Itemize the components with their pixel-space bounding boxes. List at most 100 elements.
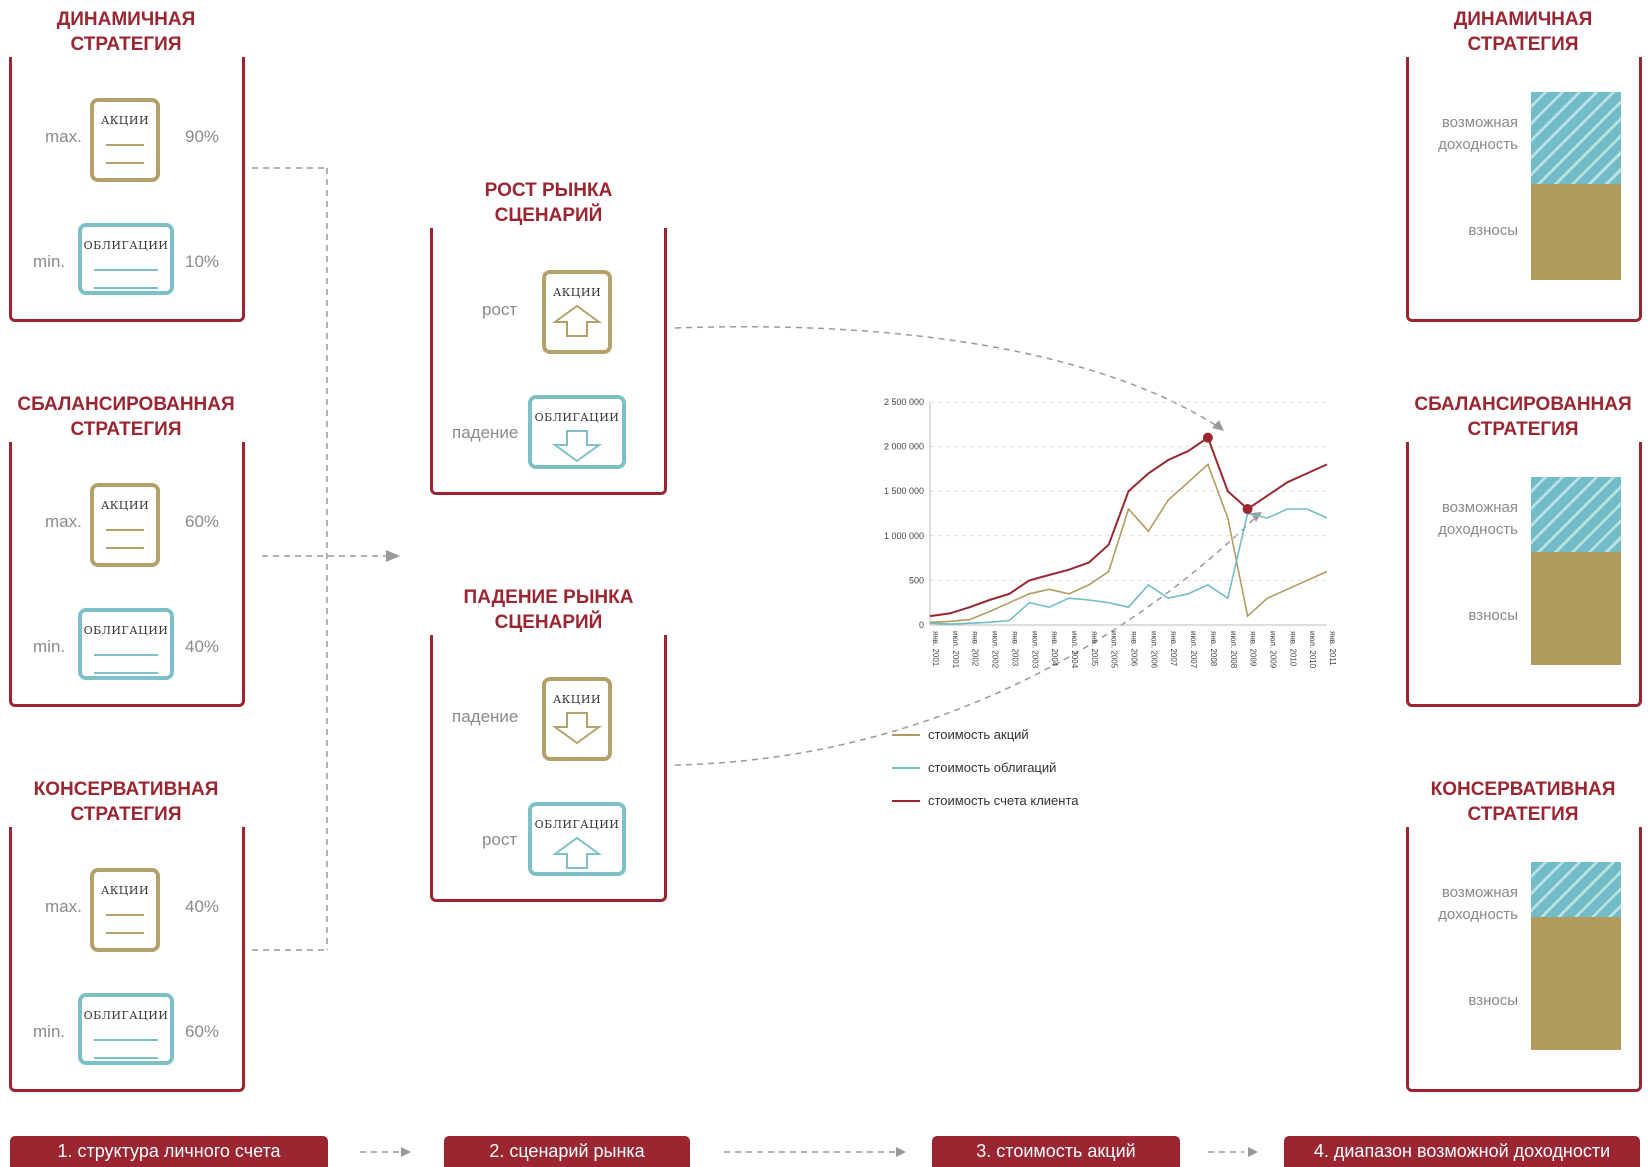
series-line-3	[929, 436, 1328, 618]
box-title: СБАЛАНСИРОВАННАЯ СТРАТЕГИЯ	[1397, 392, 1649, 442]
series-line-1	[929, 463, 1328, 624]
arrow-up-icon	[551, 836, 603, 869]
contributions-label: взносы	[1468, 992, 1518, 1009]
x-tick-label: июл. 2006	[1149, 631, 1158, 669]
x-tick-label: янв. 2008	[1209, 631, 1218, 667]
arrow-down-icon	[551, 430, 603, 463]
min-label: min.	[33, 1022, 66, 1041]
box-title: РОСТ РЫНКА СЦЕНАРИЙ	[430, 178, 667, 228]
bonds-card: ОБЛИГАЦИИ	[528, 802, 626, 876]
stocks-card: АКЦИИ	[90, 483, 160, 567]
stocks-card: АКЦИИ	[90, 98, 160, 182]
scenario-row-label: падение	[452, 423, 519, 442]
min-label: min.	[33, 637, 66, 656]
card-label: ОБЛИГАЦИИ	[83, 239, 169, 252]
x-tick-label: янв. 2001	[931, 631, 940, 667]
contributions-label: взносы	[1468, 222, 1518, 239]
contributions-bar	[1531, 917, 1621, 1050]
y-tick-label: 1 500 000	[884, 486, 924, 496]
box-title: ДИНАМИЧНАЯ СТРАТЕГИЯ	[1397, 7, 1649, 57]
x-tick-label: июл. 2007	[1189, 631, 1198, 669]
box-title: ПАДЕНИЕ РЫНКА СЦЕНАРИЙ	[430, 585, 667, 635]
x-tick-label: янв. 2010	[1288, 631, 1297, 667]
legend-label: стоимость облигаций	[928, 760, 1056, 775]
step-1-label: 1. структура личного счета	[10, 1136, 328, 1167]
card-line	[94, 654, 158, 656]
card-label: АКЦИИ	[100, 114, 150, 127]
stocks-card: АКЦИИ	[542, 270, 612, 354]
scenario-row-label: рост	[482, 830, 518, 849]
card-line	[106, 162, 144, 164]
contributions-label: взносы	[1468, 607, 1518, 624]
step-4-label: 4. диапазон возможной доходности	[1284, 1136, 1640, 1167]
bonds-percent: 60%	[185, 1022, 220, 1041]
max-label: max.	[45, 512, 82, 531]
card-label: ОБЛИГАЦИИ	[534, 411, 620, 424]
x-tick-label: июл. 2005	[1110, 631, 1119, 669]
yield-label: возможная доходность	[1438, 884, 1518, 923]
card-label: ОБЛИГАЦИИ	[534, 818, 620, 831]
series-line-2	[929, 508, 1328, 625]
drop-marker	[1242, 504, 1253, 515]
stocks-card: АКЦИИ	[90, 868, 160, 952]
possible-yield-bar	[1531, 92, 1621, 184]
arrow-down-icon	[551, 712, 603, 745]
y-tick-label: 0	[919, 620, 924, 630]
peak-marker	[1202, 432, 1213, 443]
step-2-label: 2. сценарий рынка	[444, 1136, 690, 1167]
card-label: АКЦИИ	[100, 884, 150, 897]
possible-yield-bar	[1531, 862, 1621, 917]
x-tick-label: янв. 2011	[1328, 631, 1337, 666]
card-label: ОБЛИГАЦИИ	[83, 1009, 169, 1022]
y-tick-label: 2 500 000	[884, 397, 924, 407]
x-tick-label: июл. 2009	[1268, 631, 1277, 669]
stocks-card: АКЦИИ	[542, 677, 612, 761]
yield-label: возможная доходность	[1438, 499, 1518, 538]
y-tick-label: 1 000 000	[884, 531, 924, 541]
max-label: max.	[45, 127, 82, 146]
card-line	[94, 672, 158, 674]
step-3-label: 3. стоимость акций	[932, 1136, 1180, 1167]
x-tick-label: янв. 2004	[1050, 631, 1059, 667]
x-tick-label: июл. 2008	[1229, 631, 1238, 669]
bonds-card: ОБЛИГАЦИИ	[78, 223, 174, 295]
bonds-card: ОБЛИГАЦИИ	[78, 993, 174, 1065]
card-line	[106, 932, 144, 934]
x-tick-label: янв. 2005	[1090, 631, 1099, 667]
arrow-up-icon	[551, 304, 603, 337]
bonds-percent: 10%	[185, 252, 220, 271]
possible-yield-bar	[1531, 477, 1621, 552]
scenario-row-label: падение	[452, 707, 519, 726]
x-tick-label: июл. 2002	[991, 631, 1000, 669]
x-tick-label: янв. 2006	[1130, 631, 1139, 667]
y-tick-label: 2 000 000	[884, 442, 924, 452]
card-line	[94, 1039, 158, 1041]
card-label: АКЦИИ	[100, 499, 150, 512]
card-line	[94, 1057, 158, 1059]
x-tick-label: янв. 2002	[971, 631, 980, 667]
max-label: max.	[45, 897, 82, 916]
x-tick-label: янв. 2003	[1010, 631, 1019, 667]
card-label: ОБЛИГАЦИИ	[83, 624, 169, 637]
card-line	[94, 287, 158, 289]
scenario-row-label: рост	[482, 300, 518, 319]
box-title: СБАЛАНСИРОВАННАЯ СТРАТЕГИЯ	[0, 392, 252, 442]
card-line	[94, 269, 158, 271]
contributions-bar	[1531, 552, 1621, 665]
card-line	[106, 547, 144, 549]
card-line	[106, 914, 144, 916]
x-tick-label: янв. 2007	[1169, 631, 1178, 667]
bonds-card: ОБЛИГАЦИИ	[528, 395, 626, 469]
box-title: КОНСЕРВАТИВНАЯ СТРАТЕГИЯ	[1397, 777, 1649, 827]
x-tick-label: янв. 2009	[1249, 631, 1258, 667]
contributions-bar	[1531, 184, 1621, 280]
bonds-card: ОБЛИГАЦИИ	[78, 608, 174, 680]
stocks-percent: 90%	[185, 127, 220, 146]
yield-label: возможная доходность	[1438, 114, 1518, 153]
legend-label: стоимость акций	[928, 727, 1029, 742]
card-label: АКЦИИ	[552, 286, 602, 299]
card-label: АКЦИИ	[552, 693, 602, 706]
legend-label: стоимость счета клиента	[928, 793, 1079, 808]
